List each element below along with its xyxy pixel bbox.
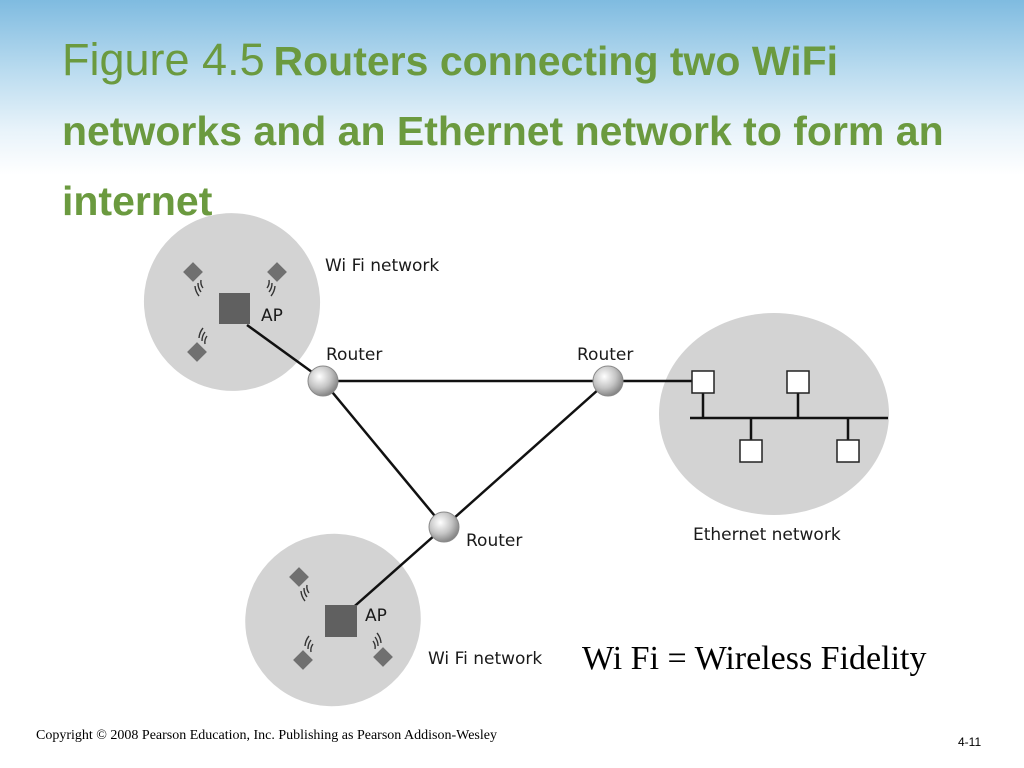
ethernet-network-label: Ethernet network — [693, 525, 841, 545]
router-bottom-label: Router — [466, 531, 522, 551]
link-router-router-bottom-right — [443, 380, 609, 528]
slide-title: Figure 4.5 Routers connecting two WiFi n… — [62, 30, 992, 241]
wireless-device-icon — [266, 262, 287, 297]
link-router-router-bottom — [322, 380, 445, 528]
figure-title: Routers connecting two WiFi networks and… — [62, 38, 944, 224]
figure-label: Figure 4.5 — [62, 34, 265, 85]
router-left — [307, 365, 339, 397]
wireless-device-icon — [187, 327, 208, 362]
router-right-label: Router — [577, 345, 633, 365]
page-number: 4-11 — [958, 735, 982, 749]
ethernet-bus — [690, 392, 888, 440]
ap-bottom-label: AP — [365, 606, 387, 626]
network-links — [246, 323, 692, 613]
copyright-notice: Copyright © 2008 Pearson Education, Inc.… — [36, 728, 497, 743]
router-right — [592, 365, 624, 397]
ethernet-host — [691, 370, 715, 394]
access-point-top — [219, 293, 250, 324]
link-ap-top-router — [246, 323, 324, 382]
link-router-ap-bottom — [347, 526, 445, 613]
ethernet-host — [786, 370, 810, 394]
router-left-label: Router — [326, 345, 382, 365]
wifi-network-top-label: Wi Fi network — [325, 256, 439, 276]
wireless-device-icon — [183, 262, 204, 297]
access-point-bottom — [325, 605, 357, 637]
wifi-definition: Wi Fi = Wireless Fidelity — [582, 640, 927, 677]
ethernet-network — [659, 313, 889, 515]
wifi-network-bottom-label: Wi Fi network — [428, 649, 542, 669]
router-bottom — [428, 511, 460, 543]
ethernet-host — [836, 439, 860, 463]
ethernet-host — [739, 439, 763, 463]
ap-top-label: AP — [261, 306, 283, 326]
